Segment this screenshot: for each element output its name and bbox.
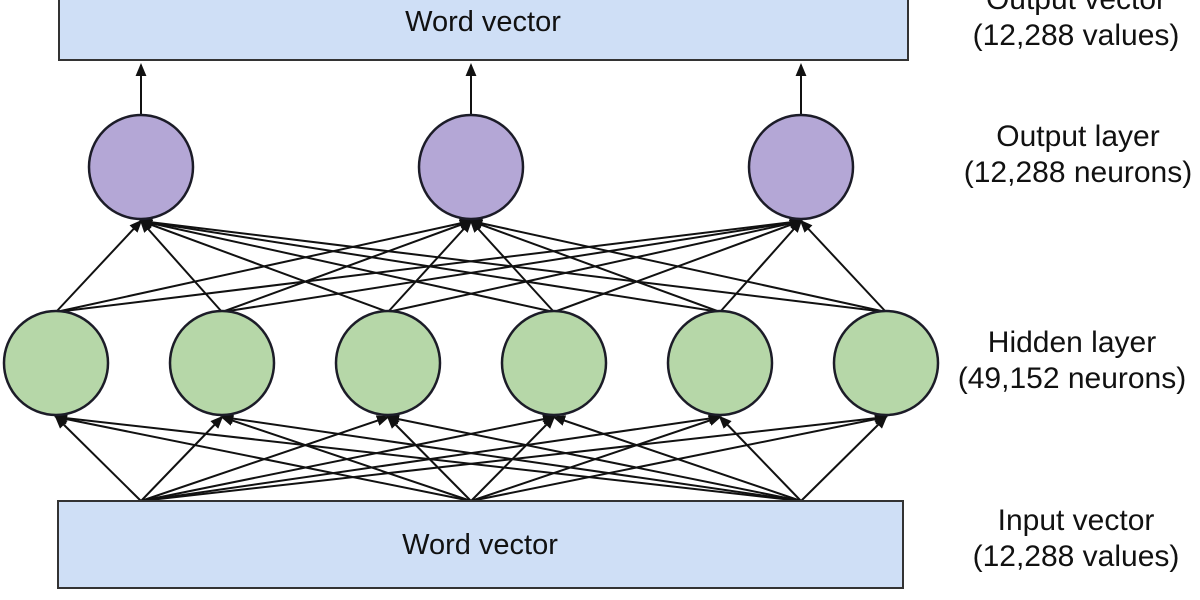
edge-arrow [800,415,888,502]
edge-arrow [718,415,802,502]
edge-arrow [139,216,887,313]
edge-arrow [139,218,555,313]
edge-arrow [220,413,802,502]
output-to-box-edges [135,63,807,116]
input-vector-annotation-line1: Input vector [998,504,1155,537]
input-word-vector-label: Word vector [402,529,558,561]
edge-arrow [552,415,802,502]
hidden-neuron-node [500,309,608,417]
output-layer-nodes [87,113,855,221]
output-word-vector-box [58,0,909,61]
hidden-neuron-node [168,309,276,417]
output-layer-annotation-line1: Output layer [996,120,1159,153]
edge-arrow [55,219,143,313]
output-neuron-node [87,113,195,221]
output-neuron-node [747,113,855,221]
edge-arrow [139,217,721,313]
input-to-hidden-edges [54,412,888,502]
edge-arrow [469,219,721,313]
edge-arrow [139,219,223,313]
hidden-neuron-node [832,309,940,417]
edge-arrow [139,219,389,313]
edge-arrow [54,412,802,502]
output-vector-annotation-line1: Output vector [986,0,1166,16]
edge-arrow [719,219,803,313]
edge-arrow [469,218,887,313]
edge-arrow [799,219,887,313]
edge-arrow [54,415,142,502]
hidden-neuron-node [666,309,774,417]
edge-arrow [54,413,472,502]
hidden-neuron-node [2,309,110,417]
hidden-layer-annotation-line1: Hidden layer [988,326,1156,359]
input-word-vector-box [57,500,904,589]
edge-arrow [140,415,224,502]
edge-arrow [386,413,802,502]
input-vector-annotation-line2: (12,288 values) [973,540,1180,573]
output-neuron-node [417,113,525,221]
output-layer-annotation-line2: (12,288 neurons) [964,156,1193,189]
hidden-layer-nodes [2,309,940,417]
edge-arrow [220,415,472,502]
hidden-layer-annotation-line2: (49,152 neurons) [958,362,1187,395]
hidden-neuron-node [334,309,442,417]
hidden-to-output-edges [55,216,887,313]
side-annotations: Output vector (12,288 values) Output lay… [958,0,1193,573]
output-vector-annotation-line2: (12,288 values) [973,19,1180,52]
output-word-vector-label: Word vector [405,6,561,38]
